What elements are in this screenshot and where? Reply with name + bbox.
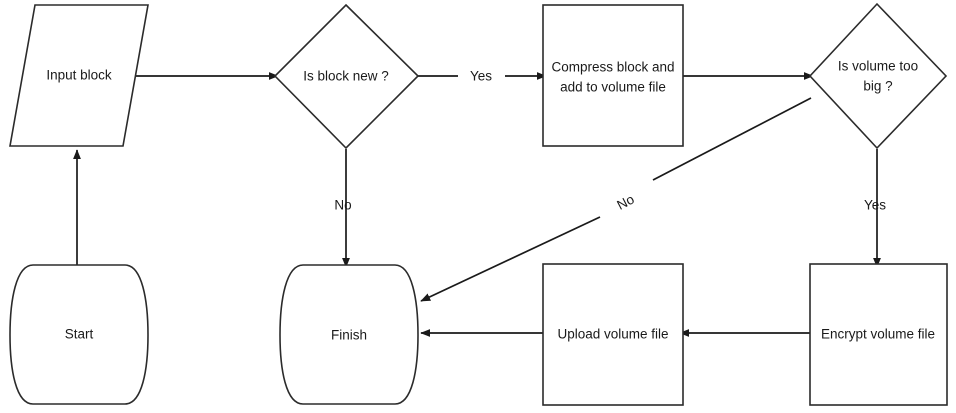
node-is-block-new[interactable]: Is block new ?	[273, 3, 420, 150]
edge-is-volume-too-big-no-segment-lower	[420, 216, 601, 302]
is-block-new-label: Is block new ?	[303, 69, 389, 84]
is-volume-too-big-shape	[808, 2, 948, 150]
encrypt-volume-label: Encrypt volume file	[821, 327, 935, 342]
finish-shape	[279, 264, 419, 405]
finish-label: Finish	[331, 328, 367, 343]
node-encrypt-volume[interactable]: Encrypt volume file	[809, 263, 948, 406]
input-block-label: Input block	[46, 68, 112, 83]
edge-label-block-new-no: No	[334, 198, 351, 213]
edge-label-volume-big-yes: Yes	[864, 198, 886, 213]
start-label: Start	[65, 327, 94, 342]
upload-volume-label: Upload volume file	[557, 327, 668, 342]
compress-block-label-line2: add to volume file	[560, 80, 666, 95]
edge-label-block-new-yes: Yes	[470, 69, 492, 84]
node-finish[interactable]: Finish	[279, 264, 419, 405]
compress-block-shape	[542, 4, 684, 147]
compress-block-label-line1: Compress block and	[551, 60, 674, 75]
node-upload-volume[interactable]: Upload volume file	[542, 263, 684, 406]
is-block-new-shape	[273, 3, 420, 150]
start-shape	[9, 264, 149, 405]
node-input-block[interactable]: Input block	[9, 4, 149, 147]
is-volume-too-big-label-line1: Is volume too	[838, 59, 918, 74]
upload-volume-shape	[542, 263, 684, 406]
edge-is-volume-too-big-no-segment-upper	[652, 97, 812, 181]
node-is-volume-too-big[interactable]: Is volume too big ?	[808, 2, 948, 150]
edge-label-volume-big-no: No	[614, 192, 636, 213]
node-start[interactable]: Start	[9, 264, 149, 405]
input-block-shape	[9, 4, 149, 147]
node-compress-block[interactable]: Compress block and add to volume file	[542, 4, 684, 147]
encrypt-volume-shape	[809, 263, 948, 406]
is-volume-too-big-label-line2: big ?	[863, 79, 892, 94]
